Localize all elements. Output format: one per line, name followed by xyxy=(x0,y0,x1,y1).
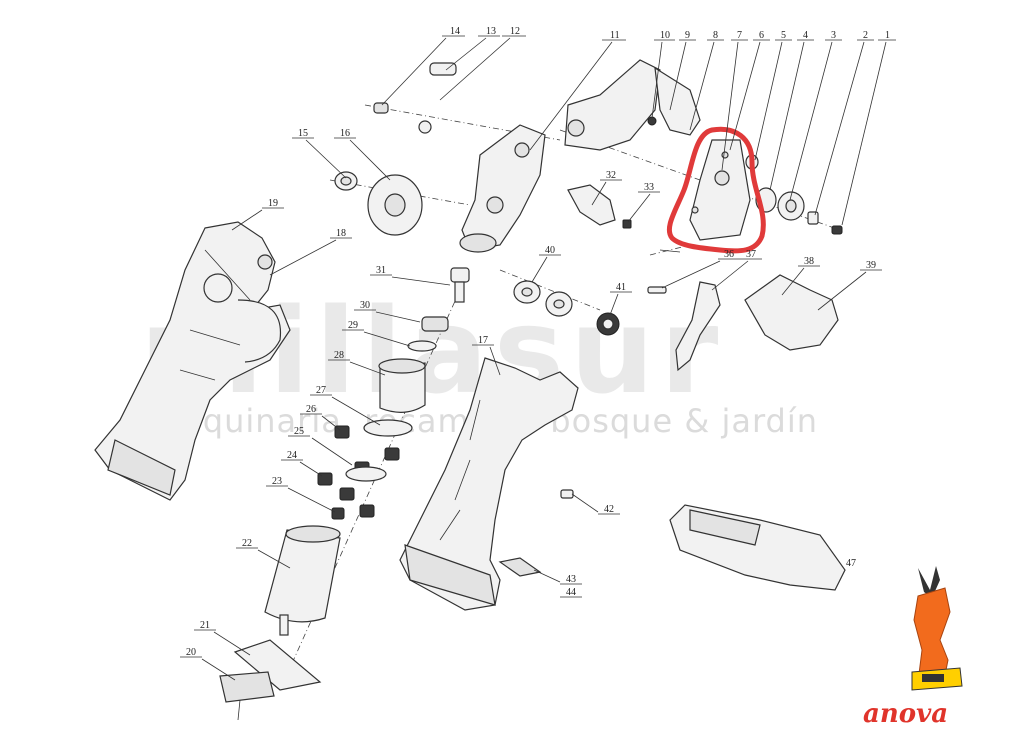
part-label-6: 6 xyxy=(759,30,764,41)
leader-line-10 xyxy=(651,41,663,119)
leader-line-19 xyxy=(231,209,263,231)
part-label-24: 24 xyxy=(287,450,297,461)
part-label-28: 28 xyxy=(334,350,344,361)
blade-assembly xyxy=(564,59,843,372)
product-thumbnail xyxy=(911,566,963,691)
part-label-40: 40 xyxy=(545,245,555,256)
leader-line-6 xyxy=(729,41,761,151)
part-label-3: 3 xyxy=(831,30,836,41)
leader-line-16 xyxy=(349,139,391,181)
part-label-31: 31 xyxy=(376,265,386,276)
leader-line-3 xyxy=(789,41,833,201)
part-label-19: 19 xyxy=(268,198,278,209)
leader-line-41 xyxy=(609,293,619,316)
brand-logo: anova xyxy=(863,699,948,729)
leader-line-24 xyxy=(299,461,323,477)
leader-line-43 xyxy=(533,569,561,583)
part-label-13: 13 xyxy=(486,26,496,37)
leader-line-22 xyxy=(257,549,291,569)
battery-pack xyxy=(669,504,846,591)
leader-line-13 xyxy=(445,37,487,71)
part-label-30: 30 xyxy=(360,300,370,311)
leader-line-37 xyxy=(711,260,749,291)
leader-line-31 xyxy=(391,276,451,286)
leader-line-14 xyxy=(381,37,447,106)
leader-line-39 xyxy=(817,271,867,311)
part-label-21: 21 xyxy=(200,620,210,631)
part-label-29: 29 xyxy=(348,320,358,331)
part-label-4: 4 xyxy=(803,30,808,41)
motor-column xyxy=(219,267,470,721)
part-label-47: 47 xyxy=(846,558,856,569)
right-handle-shell xyxy=(399,357,579,611)
leader-line-23 xyxy=(287,487,336,513)
part-label-9: 9 xyxy=(685,30,690,41)
leader-line-38 xyxy=(781,267,805,296)
leader-line-30 xyxy=(375,311,421,323)
leader-line-12 xyxy=(439,37,511,101)
part-label-5: 5 xyxy=(781,30,786,41)
leader-line-25 xyxy=(311,437,353,466)
bearings-40-41 xyxy=(513,280,620,336)
part-label-16: 16 xyxy=(340,128,350,139)
part-label-37: 37 xyxy=(746,249,756,260)
part-label-1: 1 xyxy=(885,30,890,41)
leader-line-18 xyxy=(269,239,337,276)
leader-line-36 xyxy=(661,260,721,289)
pins-12-13-14 xyxy=(373,62,457,134)
part-label-38: 38 xyxy=(804,256,814,267)
part-label-12: 12 xyxy=(510,26,520,37)
part-label-36: 36 xyxy=(724,249,734,260)
part-label-22: 22 xyxy=(242,538,252,549)
leader-line-17 xyxy=(489,346,501,376)
upper-housing xyxy=(459,124,546,253)
part-label-17: 17 xyxy=(478,335,488,346)
leader-line-5 xyxy=(754,41,783,161)
part-label-23: 23 xyxy=(272,476,282,487)
leader-line-29 xyxy=(363,331,411,347)
leader-line-33 xyxy=(627,193,651,223)
part-label-44: 44 xyxy=(566,587,576,598)
highlight-outline xyxy=(666,126,766,254)
washers-15-16 xyxy=(334,171,423,236)
screw-42-pad-43 xyxy=(498,489,574,577)
leader-line-15 xyxy=(305,139,347,179)
leader-line-20 xyxy=(201,658,236,681)
part-label-43: 43 xyxy=(566,574,576,585)
leader-line-26 xyxy=(321,415,341,431)
part-label-20: 20 xyxy=(186,647,196,658)
part-label-10: 10 xyxy=(660,30,670,41)
leader-line-9 xyxy=(669,41,687,111)
part-label-26: 26 xyxy=(306,404,316,415)
part-label-11: 11 xyxy=(610,30,620,41)
part-label-14: 14 xyxy=(450,26,460,37)
part-label-33: 33 xyxy=(644,182,654,193)
part-label-7: 7 xyxy=(737,30,742,41)
part-label-39: 39 xyxy=(866,260,876,271)
part-label-41: 41 xyxy=(616,282,626,293)
part-label-15: 15 xyxy=(298,128,308,139)
left-handle-shell xyxy=(94,221,291,501)
leader-line-28 xyxy=(349,361,386,376)
leader-line-2 xyxy=(814,41,865,216)
leader-line-42 xyxy=(571,493,599,513)
leader-line-27 xyxy=(331,396,381,426)
leader-line-21 xyxy=(213,631,251,656)
part-label-18: 18 xyxy=(336,228,346,239)
leader-line-11 xyxy=(529,41,613,151)
leader-line-1 xyxy=(841,41,887,226)
part-label-42: 42 xyxy=(604,504,614,515)
leader-line-7 xyxy=(721,41,739,171)
leader-line-8 xyxy=(689,41,715,131)
leader-line-32 xyxy=(591,181,607,206)
leader-line-4 xyxy=(769,41,805,191)
leader-line-40 xyxy=(531,256,548,283)
part-label-32: 32 xyxy=(606,170,616,181)
part-label-2: 2 xyxy=(863,30,868,41)
part-label-8: 8 xyxy=(713,30,718,41)
part-label-25: 25 xyxy=(294,426,304,437)
part-label-27: 27 xyxy=(316,385,326,396)
